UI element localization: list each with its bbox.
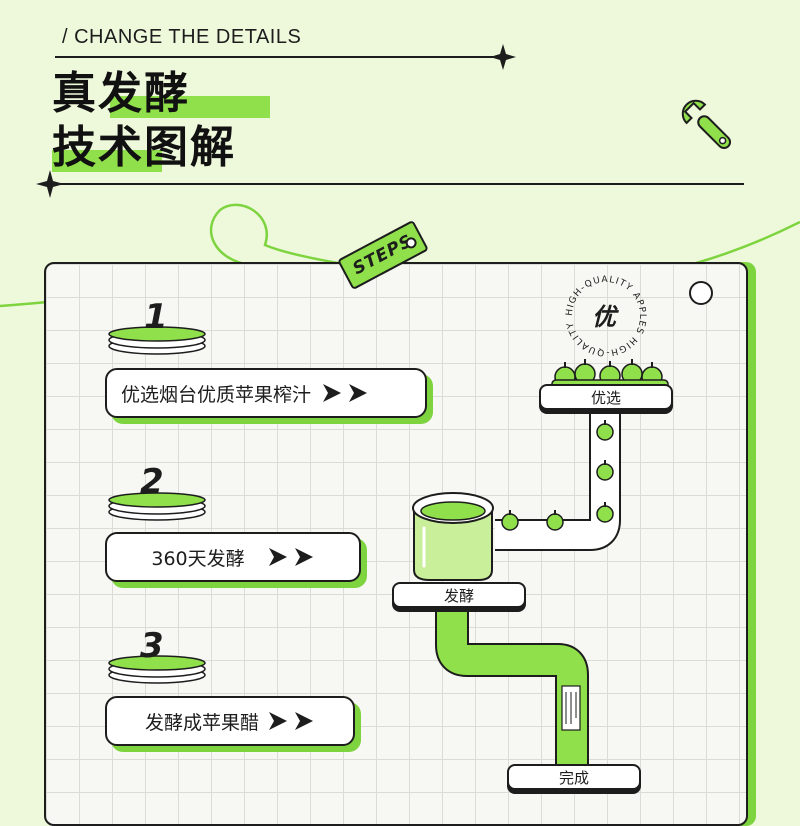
title-highlight [52, 150, 162, 172]
process-diagram [412, 359, 669, 780]
page-title-line1: 真发酵 [52, 68, 190, 119]
quality-badge-char: 优 [592, 303, 616, 331]
wrench-icon [681, 99, 732, 150]
subtitle: / CHANGE THE DETAILS [62, 26, 302, 48]
title-highlight [110, 96, 270, 118]
label-ferment: 发酵 [392, 582, 526, 608]
apple-icon [596, 463, 614, 481]
step-number: 3 [140, 626, 164, 666]
step-card: 360天发酵 [105, 532, 361, 582]
arrow-right-icon [321, 382, 369, 404]
label-done: 完成 [507, 764, 641, 790]
step-text: 360天发酵 [151, 547, 245, 570]
apple-icon [596, 423, 614, 441]
sparkle-icon [36, 170, 64, 198]
page-title-line2: 技术图解 [52, 122, 236, 173]
step-disc-stack [108, 326, 206, 355]
step-number: 1 [144, 297, 168, 337]
step-card: 优选烟台优质苹果榨汁 [105, 368, 427, 418]
label-select: 优选 [539, 384, 673, 410]
apple-icon [596, 505, 614, 523]
arrow-right-icon [267, 710, 315, 732]
step-disc-stack [108, 492, 206, 521]
apple-icon [501, 513, 519, 531]
quality-badge: HIGH-QUALITY APPLES HIGH-QUALITY APPLES [560, 270, 646, 357]
step-number: 2 [140, 462, 164, 502]
ring-icon [689, 281, 713, 305]
step-text: 优选烟台优质苹果榨汁 [121, 383, 312, 406]
sparkle-icon [490, 44, 516, 70]
step-card: 发酵成苹果醋 [105, 696, 355, 746]
arrow-right-icon [267, 546, 315, 568]
apple-icon [546, 513, 564, 531]
step-text: 发酵成苹果醋 [144, 711, 259, 734]
step-disc-stack [108, 655, 206, 684]
